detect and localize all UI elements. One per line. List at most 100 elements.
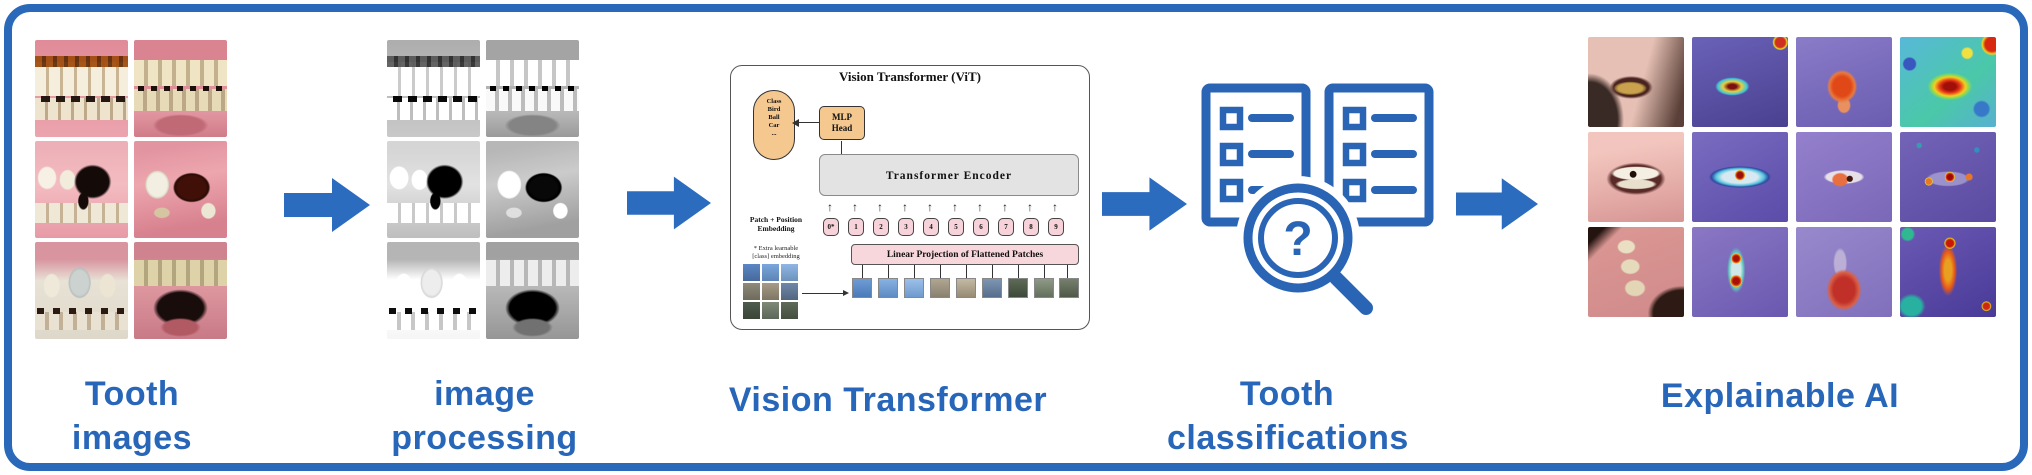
xai-gradcam-heatmap (1692, 132, 1788, 222)
image-patch (982, 278, 1002, 298)
flow-arrow (1102, 177, 1187, 231)
question-mark: ? (1283, 213, 1312, 266)
vit-source-image-grid (743, 264, 798, 319)
patch-stem (914, 265, 915, 278)
patch-stem (1067, 265, 1068, 278)
mini-patch (743, 283, 760, 300)
token-up-arrow: ↑ (1052, 200, 1058, 214)
vit-token: 0* (823, 218, 839, 236)
flow-arrow (284, 178, 370, 232)
gray-photo-discolored (387, 242, 480, 339)
patch-stem (992, 265, 993, 278)
xai-original-photo (1588, 132, 1684, 222)
mini-patch (743, 264, 760, 281)
checkbox (1342, 178, 1367, 203)
label-tooth-images: Tooth images (32, 372, 232, 460)
vit-class-line: ... (771, 130, 777, 137)
token-up-arrow: ↑ (977, 200, 983, 214)
vit-token: 7 (998, 218, 1014, 236)
gray-photo-child-gap (486, 141, 579, 238)
vit-token: 6 (973, 218, 989, 236)
vit-mlp-line: MLP (832, 112, 852, 122)
vit-encoder-box: Transformer Encoder (819, 154, 1079, 196)
vit-ppe-line: Embedding (757, 224, 795, 233)
vit-token: 4 (923, 218, 939, 236)
label-line: Tooth (1239, 375, 1335, 413)
image-patch (904, 278, 924, 298)
token-up-arrow: ↑ (952, 200, 958, 214)
mini-patch (762, 302, 779, 319)
mini-patch (762, 264, 779, 281)
vit-token: 8 (1023, 218, 1039, 236)
vit-token: 2 (873, 218, 889, 236)
checkbox (1219, 178, 1244, 203)
mini-patch (781, 283, 798, 300)
xai-original-photo (1588, 37, 1684, 127)
checkbox (1342, 142, 1367, 167)
gray-photo-stained (387, 40, 480, 137)
vit-mlp-to-class-line (798, 122, 819, 123)
label-image-processing: image processing (377, 372, 592, 460)
image-patch (852, 278, 872, 298)
mini-patch (743, 302, 760, 319)
vit-mlp-head-box: MLP Head (819, 106, 865, 140)
checklist-right (1324, 83, 1434, 227)
vit-grid-to-patches-line (802, 293, 844, 294)
mini-patch (781, 302, 798, 319)
gray-photo-smile (486, 40, 579, 137)
vit-mlp-line: Head (831, 123, 853, 133)
checkbox (1342, 106, 1367, 131)
vit-mlp-stem (841, 141, 842, 154)
flow-arrow (1456, 178, 1538, 230)
vit-mlp-to-class-arrowhead (792, 119, 799, 127)
patch-stem (888, 265, 889, 278)
image-patch (878, 278, 898, 298)
token-up-arrow: ↑ (1002, 200, 1008, 214)
vit-token: 9 (1048, 218, 1064, 236)
image-patch (1034, 278, 1054, 298)
vit-ppe-line: Patch + Position (749, 215, 803, 224)
magnifier-icon: ? (1243, 183, 1373, 315)
vit-token: 1 (848, 218, 864, 236)
patch-stem (940, 265, 941, 278)
label-line: image (434, 375, 535, 413)
vit-diagram: Vision Transformer (ViT) Class Bird Ball… (730, 65, 1090, 330)
gray-photo-worn (486, 242, 579, 339)
patch-stem (1044, 265, 1045, 278)
token-up-arrow: ↑ (927, 200, 933, 214)
xai-saliency-overlay (1796, 37, 1892, 127)
vit-class-line: Class (766, 98, 782, 105)
vit-class-pill: Class Bird Ball Car ... (753, 90, 795, 160)
label-vision-transformer: Vision Transformer (713, 378, 1063, 422)
classification-checklists-icon: ? (1201, 83, 1434, 320)
vit-class-line: Ball (768, 114, 780, 121)
vit-title: Vision Transformer (ViT) (838, 69, 982, 84)
image-patch (956, 278, 976, 298)
tooth-photo-discolored (35, 242, 128, 339)
gray-photo-missing-front (387, 141, 480, 238)
label-line: classifications (1167, 419, 1409, 457)
label-tooth-classifications: Tooth classifications (1167, 372, 1409, 460)
checkbox (1219, 142, 1244, 167)
checkbox (1219, 106, 1244, 131)
processed-images-grid (387, 40, 579, 339)
tooth-photo-missing-front (35, 141, 128, 238)
xai-gradcam-heatmap (1692, 37, 1788, 127)
magnifier-handle (1329, 271, 1373, 315)
patch-stem (1018, 265, 1019, 278)
label-line: images (71, 419, 193, 457)
image-patch (1059, 278, 1079, 298)
xai-saliency-overlay (1796, 227, 1892, 317)
tooth-photo-child-gap (134, 141, 227, 238)
vit-token: 5 (948, 218, 964, 236)
patch-stem (862, 265, 863, 278)
vit-note-line: [class] embedding (752, 253, 800, 260)
vit-class-line: Car (768, 122, 780, 129)
image-patch (1008, 278, 1028, 298)
xai-saliency-overlay (1796, 132, 1892, 222)
vit-patch-position-label: Patch + Position Embedding (733, 215, 819, 233)
tooth-photo-smile (134, 40, 227, 137)
tooth-images-grid (35, 40, 227, 339)
label-line: Explainable AI (1660, 377, 1900, 415)
